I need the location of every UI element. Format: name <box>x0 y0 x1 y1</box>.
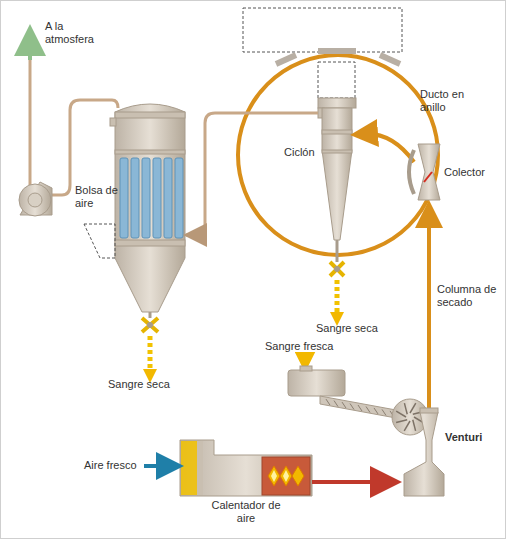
screw-flight <box>366 406 370 412</box>
screw-flight <box>334 401 338 407</box>
screw-flight <box>374 408 378 414</box>
product-flow <box>148 336 153 370</box>
label: A la atmosfera <box>45 20 105 46</box>
connector <box>186 113 282 235</box>
blower-blade <box>404 421 410 431</box>
dashed-frame <box>318 62 355 98</box>
feed-arrow <box>304 352 307 362</box>
blower-blade <box>396 411 406 417</box>
label: Columna de secado <box>437 283 501 309</box>
blower-blade <box>396 420 407 423</box>
screw-flight <box>350 404 354 410</box>
node-text: Ciclón <box>284 146 324 159</box>
ring-duct <box>238 55 438 255</box>
screw-conveyor <box>326 399 394 417</box>
exhaust-fan <box>19 182 52 216</box>
connector <box>312 480 398 484</box>
node-text: Calentador de aire <box>208 499 284 525</box>
filter-bag <box>164 158 172 238</box>
product-arrow <box>336 314 338 319</box>
cyclone-node: Ciclón <box>282 104 354 244</box>
bag-filter <box>84 104 185 332</box>
blower-blade <box>404 403 407 414</box>
screw-flight <box>342 402 346 408</box>
feed-hopper <box>288 366 396 418</box>
blower-blade <box>410 403 416 413</box>
product-flow <box>335 280 340 314</box>
heater-node: Calentador de aire <box>180 440 312 530</box>
node-text: Venturi <box>445 431 493 444</box>
fresh-air-arrow <box>144 464 170 468</box>
label: Sangre fresca <box>265 340 355 353</box>
filter-bag <box>175 158 183 238</box>
duct <box>282 112 318 115</box>
venturi-node: Venturi <box>398 420 495 500</box>
filter-bag <box>131 158 139 238</box>
label: Sangre seca <box>316 322 396 335</box>
product-arrow <box>149 370 151 376</box>
screw-flight <box>382 409 386 415</box>
label: Colector <box>444 166 499 179</box>
cyclone <box>318 98 356 276</box>
exhaust-arrow <box>28 40 32 60</box>
venturi <box>404 408 444 496</box>
blower-blade <box>413 420 416 431</box>
filter-bag <box>120 158 128 238</box>
screw-flight <box>358 405 362 411</box>
label: Sangre seca <box>108 378 188 391</box>
exhaust-pipe <box>29 48 32 190</box>
filter-bags <box>120 158 183 238</box>
collector <box>409 144 440 200</box>
drying-column <box>427 214 431 412</box>
dashed-frame <box>243 8 402 52</box>
collector-duct <box>364 134 414 162</box>
bag-filter-node: Bolsa de aire <box>72 100 186 268</box>
duct <box>52 100 118 195</box>
air-heater <box>180 440 312 496</box>
ring-plates <box>276 48 400 64</box>
label: Aire fresco <box>84 459 146 472</box>
screw-flight <box>326 399 330 405</box>
label: Ducto en anillo <box>420 88 472 114</box>
node-text: Bolsa de aire <box>75 184 121 210</box>
filter-bag <box>153 158 161 238</box>
filter-bag <box>142 158 150 238</box>
